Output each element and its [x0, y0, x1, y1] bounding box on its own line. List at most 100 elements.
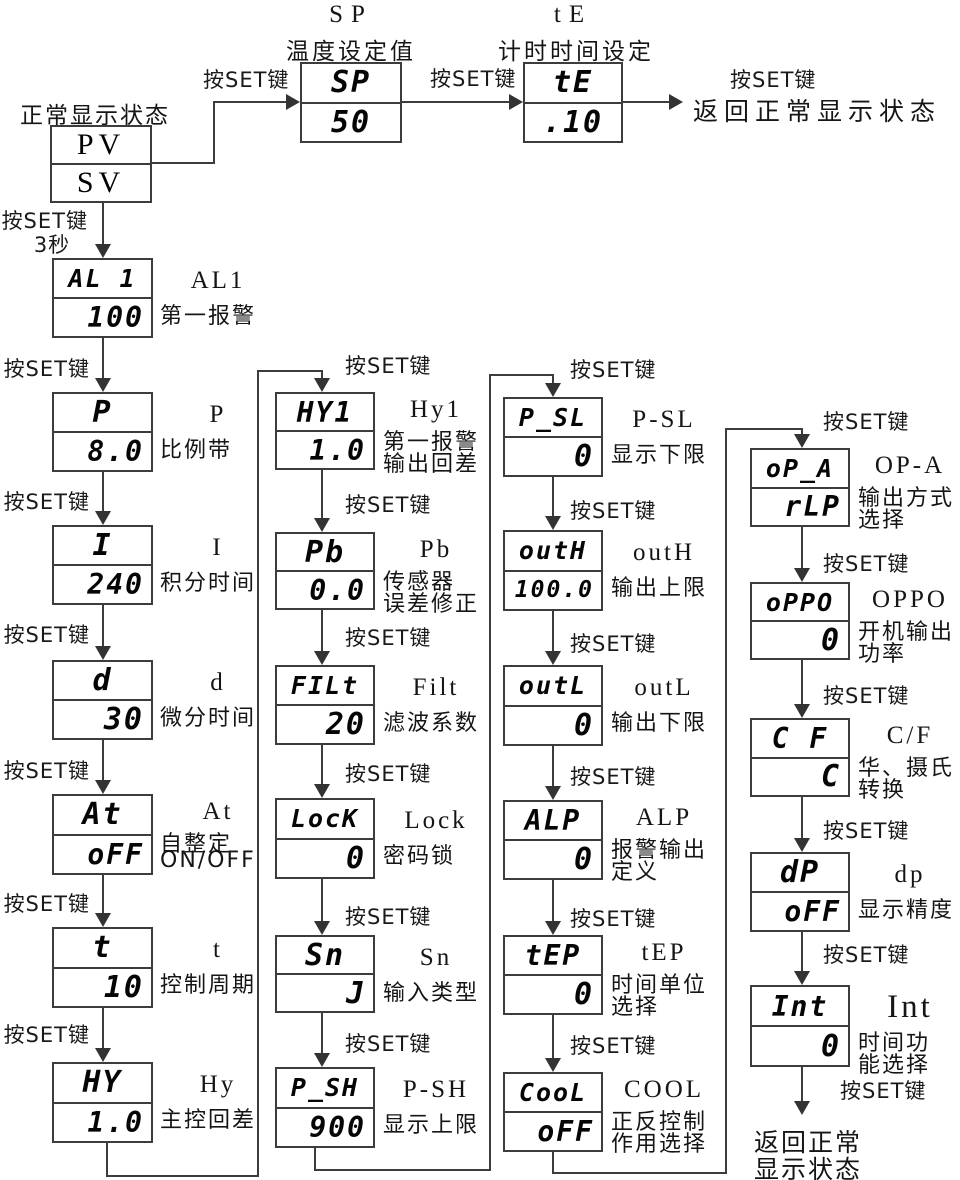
box-desc-label: 输入类型 [383, 981, 480, 1006]
press-set-label: 按SET键 [570, 765, 657, 789]
flow-line [801, 1067, 803, 1104]
box-desc-label: 自整定 [160, 832, 233, 857]
return-normal-label: 返回正常显示状态 [693, 97, 942, 126]
flow-line [801, 932, 803, 973]
arrow-down-icon [545, 1058, 561, 1072]
press-set-label: 按SET键 [823, 410, 910, 434]
box-desc-label: 控制周期 [160, 973, 257, 998]
press-set-label: 按SET键 [345, 626, 432, 650]
box-name-label: dp [894, 861, 926, 888]
flow-line [489, 374, 554, 376]
flow-line [102, 472, 104, 513]
display-box-pv-sv: PV SV [50, 125, 152, 203]
box-desc-label: 正反控制 [611, 1110, 708, 1135]
arrow-down-icon [794, 434, 810, 448]
seg-top: HY [82, 1065, 123, 1101]
box-desc-label: 滤波系数 [383, 711, 480, 736]
seg-top: outL [518, 671, 588, 701]
flow-line [102, 1008, 104, 1050]
box-desc-label: 第一报警 [160, 304, 257, 329]
seg-top: outH [518, 536, 588, 566]
box-name-label: OPPO [872, 586, 948, 613]
press-set-label: 按SET键 [3, 759, 90, 783]
seg-value: 0 [752, 620, 848, 658]
box-desc-label: 输出回差 [383, 452, 480, 477]
seg-value: oFF [505, 1111, 601, 1150]
flow-line [489, 374, 491, 1171]
press-set-label: 按SET键 [570, 632, 657, 656]
flow-line [213, 102, 215, 164]
arrow-down-icon [545, 786, 561, 800]
flow-line [801, 428, 803, 437]
press-set-label: 按SET键 [823, 684, 910, 708]
seg-value: 0 [505, 839, 601, 878]
box-desc-label: 定义 [611, 860, 660, 885]
seg-top: P_SL [518, 403, 588, 432]
seg-value: 0.0 [277, 570, 373, 608]
box-desc-label: 微分时间 [160, 706, 257, 731]
seg-value: 0 [505, 704, 601, 745]
box-name-label: Int [887, 989, 933, 1025]
press-set-label: 按SET键 [823, 552, 910, 576]
seg-top: C F [771, 721, 829, 755]
te-header-title: tE [553, 1, 593, 28]
seg-value: oFF [752, 891, 848, 930]
box-name-label: tEP [641, 939, 687, 966]
arrow-down-icon [545, 516, 561, 530]
flow-line [106, 1143, 108, 1177]
press-set-label: 按SET键 [345, 493, 432, 517]
return-normal-end-line1: 返回正常 [753, 1128, 862, 1157]
press-set-label: 按SET键 [840, 1079, 927, 1103]
box-desc-label: 比例带 [160, 438, 233, 463]
seg-value: C [752, 756, 848, 796]
sp-header-desc: 温度设定值 [286, 39, 416, 65]
display-box-te: tE .10 [523, 62, 623, 143]
flow-line [321, 370, 323, 381]
box-desc-label: 显示上限 [383, 1113, 480, 1138]
arrow-down-icon [95, 378, 111, 392]
press-set-label: 按SET键 [345, 762, 432, 786]
flow-line [257, 370, 259, 1177]
box-desc-label: 功率 [858, 642, 907, 667]
arrow-down-icon [314, 378, 330, 392]
te-header-desc: 计时时间设定 [498, 39, 654, 65]
flow-line [552, 477, 554, 518]
flow-line [623, 101, 672, 103]
seg-top: t [92, 930, 113, 966]
box-name-label: outL [634, 674, 694, 701]
flow-line [321, 1013, 323, 1055]
arrow-down-icon [95, 1048, 111, 1062]
box-name-label: Pb [419, 536, 453, 563]
press-set-label: 按SET键 [570, 358, 657, 382]
box-desc-label: 第一报警 [383, 430, 480, 455]
press-set-label: 按SET键 [3, 623, 90, 647]
pv-display: PV [76, 128, 126, 161]
arrow-down-icon [794, 704, 810, 718]
seg-value: 0 [505, 974, 601, 1013]
seg-top: LocK [290, 804, 360, 834]
seg-value: 0 [277, 837, 373, 878]
press-set-label: 按SET键 [345, 354, 432, 378]
box-desc-label: 作用选择 [611, 1132, 708, 1157]
box-desc-label: 时间功 [858, 1031, 931, 1056]
seg-value: .10 [525, 101, 621, 142]
normal-state-label: 正常显示状态 [20, 103, 170, 129]
box-desc-label: 华、摄氏 [858, 756, 955, 781]
seg-top: HY1 [296, 395, 354, 429]
flow-line [106, 1175, 259, 1177]
press-set-label: 按SET键 [3, 490, 90, 514]
box-desc-label: 开机输出 [858, 620, 955, 645]
seg-value: 240 [54, 564, 151, 603]
box-name-label: I [212, 534, 224, 561]
seg-value: 100.0 [505, 569, 601, 610]
flow-line [552, 611, 554, 653]
flow-line [102, 875, 104, 915]
box-name-label: Sn [419, 944, 453, 971]
arrow-down-icon [545, 383, 561, 397]
flow-line [402, 101, 512, 103]
